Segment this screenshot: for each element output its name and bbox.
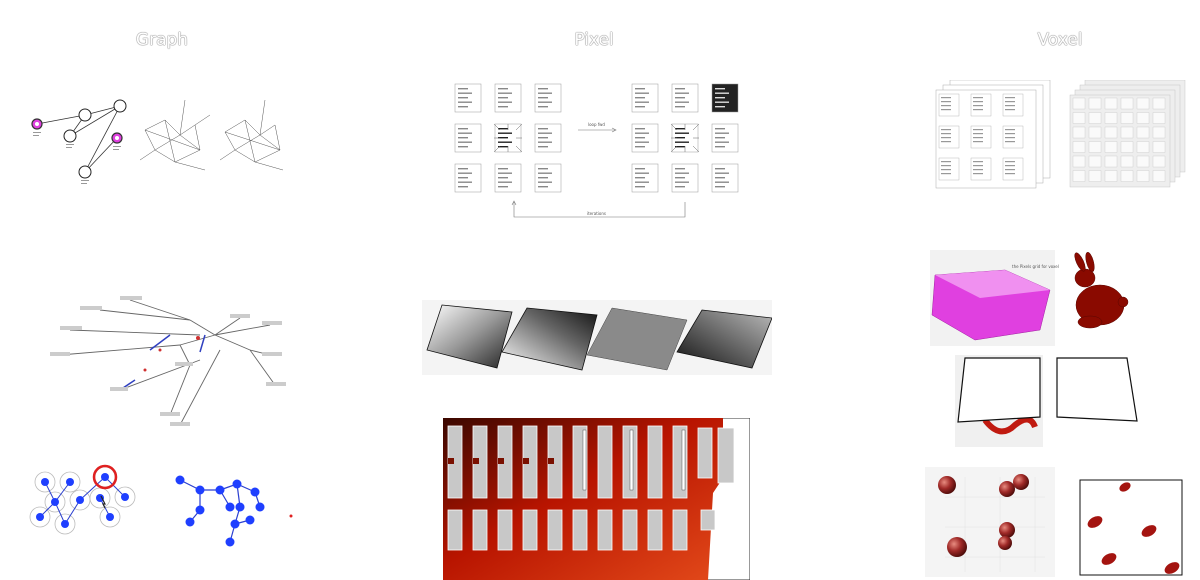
graph-network-map: [40, 290, 290, 430]
network-sketch-2: [219, 99, 284, 171]
voxel-blob: [1164, 562, 1180, 574]
graph-nodes-figure: [25, 90, 285, 190]
loop-edge-label: loop fwd: [588, 122, 605, 127]
sphere: [938, 476, 956, 494]
pixel-floorplan-map: [443, 418, 750, 580]
network-sketch-1: [139, 99, 211, 171]
voxel-cube-and-bunny: the Pixels grid for voxel: [930, 250, 1130, 346]
pixel-column-title: Pixel: [574, 30, 614, 50]
projected-square-1: [957, 357, 1041, 423]
gradient-plane-2: [501, 307, 598, 371]
voxel-blob: [1141, 525, 1157, 537]
projected-square-2: [1056, 357, 1138, 422]
graph-node: [78, 108, 92, 122]
red-bunny: [1074, 252, 1129, 329]
sphere: [998, 536, 1012, 550]
voxel-blob: [1101, 553, 1117, 565]
sphere: [999, 481, 1015, 497]
gradient-plane-1: [426, 304, 513, 369]
graph-node: [78, 165, 92, 179]
voxel-column-title: Voxel: [1037, 30, 1083, 50]
voxel-blob: [1087, 516, 1103, 528]
voxel-spheres: [925, 467, 1193, 577]
sphere: [947, 537, 967, 557]
gradient-plane-3: [586, 307, 688, 371]
pixel-gradient-planes: [422, 300, 772, 375]
voxel-projected-squares: [955, 355, 1140, 447]
voxel-blob: [1119, 482, 1131, 492]
voxel-stacked-grids: [930, 80, 1200, 192]
graph-column-title: Graph: [135, 30, 189, 50]
pixel-grid-diagram: loop fwd iterations: [450, 82, 750, 222]
graph-blue-nodes: [25, 462, 300, 552]
highlighted-node: [92, 464, 118, 490]
graph-node: [113, 99, 127, 113]
voxel-caption: the Pixels grid for voxel: [1012, 264, 1059, 269]
iterations-label: iterations: [587, 211, 606, 216]
sphere: [999, 522, 1015, 538]
graph-node: [63, 129, 77, 143]
sphere: [1013, 474, 1029, 490]
gradient-plane-4: [676, 309, 772, 369]
